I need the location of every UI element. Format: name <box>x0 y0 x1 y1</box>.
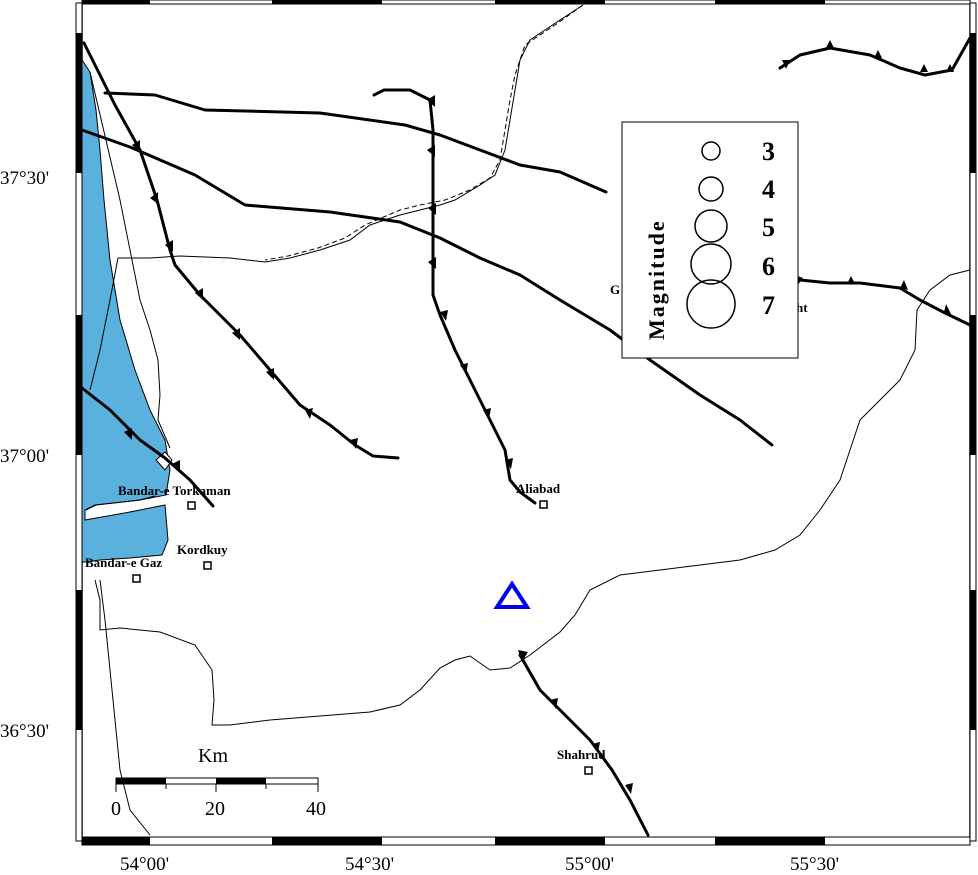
city-bandar-e-gaz: Bandar-e Gaz <box>85 555 162 583</box>
scale-tick: 20 <box>205 798 225 820</box>
city-kordkuy: Kordkuy <box>177 542 228 570</box>
fault-teeth <box>124 40 954 794</box>
scale-bar: Km 0 20 40 <box>111 745 326 820</box>
legend-title: Magnitude <box>644 219 669 340</box>
magnitude-legend: Magnitude 3 4 5 6 7 <box>621 121 799 359</box>
x-axis-label: 54°30' <box>345 854 394 875</box>
scale-tick: 0 <box>111 798 121 820</box>
station-triangle-icon <box>493 580 531 609</box>
x-axis-labels: 54°00' 54°30' 55°00' 55°30' <box>120 854 839 875</box>
city-label-partial: G <box>610 282 620 297</box>
legend-value: 3 <box>762 137 775 166</box>
legend-circle-5 <box>694 209 728 243</box>
faults <box>80 36 972 837</box>
legend-value: 6 <box>762 252 775 281</box>
city-shahrud: Shahrud <box>557 747 606 775</box>
city-label: Kordkuy <box>177 542 228 557</box>
x-axis-label: 54°00' <box>120 854 169 875</box>
city-aliabad: Aliabad <box>516 481 561 509</box>
coastline <box>89 71 171 449</box>
y-axis-label: 36°30' <box>0 721 49 742</box>
scale-unit: Km <box>198 745 228 767</box>
legend-circle-3 <box>701 141 721 161</box>
city-label-partial: ht <box>796 300 808 315</box>
legend-value: 5 <box>762 213 775 242</box>
scale-tick: 40 <box>306 798 326 820</box>
x-axis-label: 55°30' <box>790 854 839 875</box>
city-label: Bandar-e Torkaman <box>118 483 231 498</box>
legend-value: 4 <box>762 175 775 204</box>
map-frame <box>75 0 977 846</box>
legend-circle-7 <box>686 279 736 329</box>
legend-value: 7 <box>762 291 775 320</box>
x-axis-label: 55°00' <box>565 854 614 875</box>
cities: Bandar-e Torkaman Aliabad Kordkuy Bandar… <box>85 282 808 775</box>
legend-circle-6 <box>690 243 732 285</box>
city-label: Aliabad <box>516 481 561 496</box>
coastline-bay <box>85 495 156 511</box>
city-label: Shahrud <box>557 747 606 762</box>
legend-circle-4 <box>698 176 724 202</box>
y-axis-label: 37°00' <box>0 446 49 467</box>
y-axis-label: 37°30' <box>0 168 49 189</box>
city-label: Bandar-e Gaz <box>85 555 162 570</box>
dashed-border <box>264 4 584 261</box>
city-bandar-e-torkaman: Bandar-e Torkaman <box>118 483 231 510</box>
y-axis-labels: 37°30' 37°00' 36°30' <box>0 168 49 742</box>
